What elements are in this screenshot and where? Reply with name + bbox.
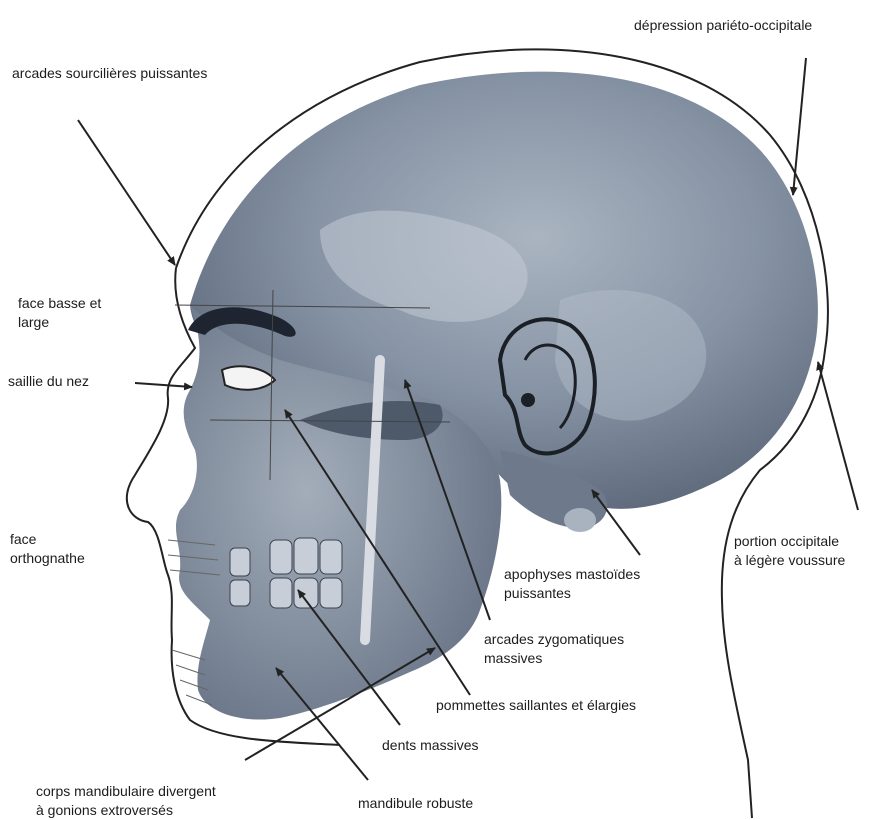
arrow-arcades-sourcilieres bbox=[78, 120, 175, 265]
label-depression-text: dépression pariéto-occipitale bbox=[634, 16, 812, 35]
label-apophyses-line-1: apophyses mastoïdes bbox=[504, 565, 640, 584]
ear-canal bbox=[521, 393, 535, 407]
label-pommettes-text: pommettes saillantes et élargies bbox=[436, 696, 636, 715]
label-arcades-zygomatiques: arcades zygomatiques massives bbox=[484, 630, 624, 668]
label-arcades-zygomatiques-line-2: massives bbox=[484, 649, 624, 668]
label-portion-occipitale-line-2: à légère voussure bbox=[734, 551, 845, 570]
arrow-saillie-nez bbox=[135, 383, 192, 387]
label-face-basse-line-2: large bbox=[18, 313, 101, 332]
label-mandibule-text: mandibule robuste bbox=[358, 794, 473, 813]
teeth bbox=[230, 538, 342, 608]
label-face-basse-line-1: face basse et bbox=[18, 294, 101, 313]
label-arcades-sourcilieres-text: arcades sourcilières puissantes bbox=[12, 64, 207, 83]
label-dents-massives: dents massives bbox=[382, 736, 478, 755]
label-apophyses-mastoides: apophyses mastoïdes puissantes bbox=[504, 565, 640, 603]
label-corps-mandibulaire-line-2: à gonions extroversés bbox=[36, 801, 216, 820]
label-mandibule-robuste: mandibule robuste bbox=[358, 794, 473, 813]
label-dents-text: dents massives bbox=[382, 736, 478, 755]
label-portion-occipitale-line-1: portion occipitale bbox=[734, 532, 845, 551]
label-face-orthognathe-line-1: face bbox=[10, 530, 85, 549]
label-face-basse: face basse et large bbox=[18, 294, 101, 332]
label-portion-occipitale: portion occipitale à légère voussure bbox=[734, 532, 845, 570]
label-corps-mandibulaire: corps mandibulaire divergent à gonions e… bbox=[36, 782, 216, 820]
label-pommettes: pommettes saillantes et élargies bbox=[436, 696, 636, 715]
arrow-depression bbox=[793, 58, 806, 195]
label-face-orthognathe: face orthognathe bbox=[10, 530, 85, 568]
mastoid-process bbox=[564, 508, 596, 532]
label-apophyses-line-2: puissantes bbox=[504, 584, 640, 603]
label-face-orthognathe-line-2: orthognathe bbox=[10, 549, 85, 568]
arrow-portion-occipitale bbox=[818, 362, 858, 510]
label-arcades-zygomatiques-line-1: arcades zygomatiques bbox=[484, 630, 624, 649]
label-corps-mandibulaire-line-1: corps mandibulaire divergent bbox=[36, 782, 216, 801]
label-depression-parieto-occipitale: dépression pariéto-occipitale bbox=[634, 16, 812, 35]
label-arcades-sourcilieres: arcades sourcilières puissantes bbox=[12, 64, 207, 83]
label-saillie-nez: saillie du nez bbox=[8, 372, 89, 391]
label-saillie-nez-text: saillie du nez bbox=[8, 372, 89, 391]
